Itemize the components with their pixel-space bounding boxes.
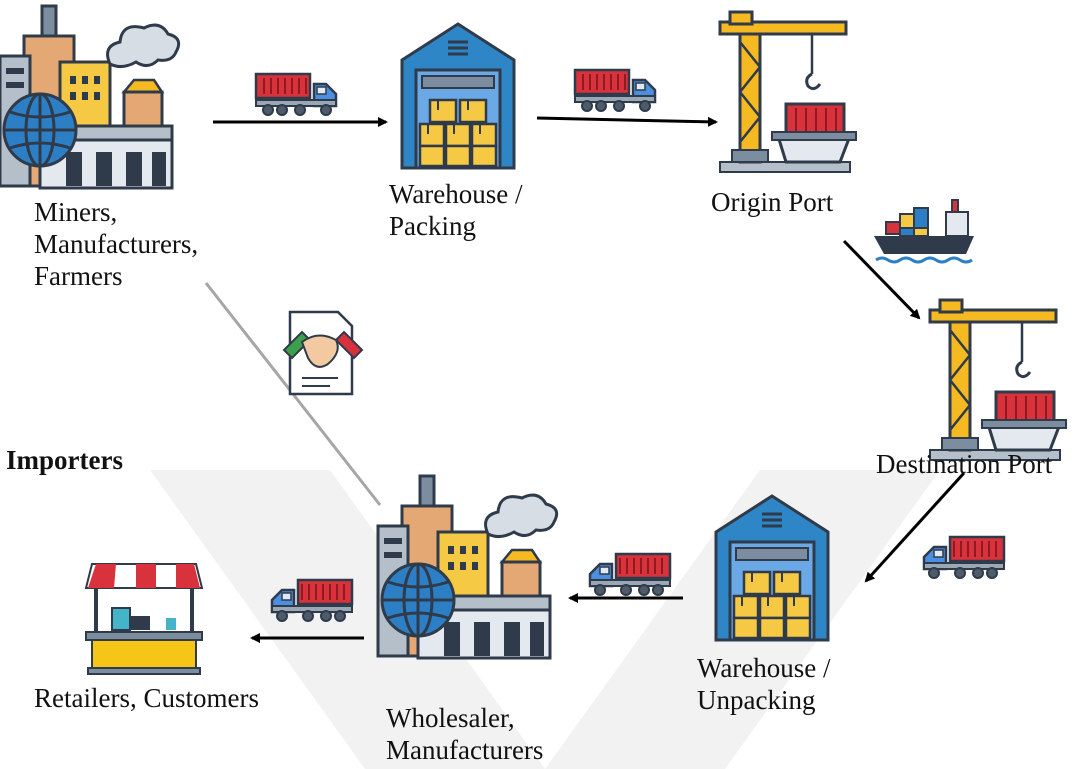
wholesaler-label: Wholesaler, Manufacturers (386, 702, 543, 766)
truck-icon (588, 552, 672, 597)
warehouse-unpacking-label-line: Unpacking (697, 685, 816, 715)
factory-icon (0, 4, 181, 190)
market-stall-icon (84, 563, 204, 675)
warehouse-packing-label-line: Warehouse / (389, 179, 523, 209)
arrow-warehouse-to-port (536, 116, 718, 127)
truck-icon (254, 72, 338, 117)
producers-label: Miners, Manufacturers, Farmers (34, 196, 198, 292)
arrow-port-to-port (842, 239, 921, 320)
port-crane-icon (928, 298, 1068, 462)
wholesaler-label-line: Wholesaler, (386, 703, 515, 733)
importers-label: Importers (6, 445, 123, 475)
warehouse-unpacking-label: Warehouse / Unpacking (697, 652, 831, 716)
producers-label-line: Farmers (34, 261, 123, 291)
factory-icon (376, 474, 559, 660)
truck-icon (922, 535, 1006, 580)
handshake-contract-icon (282, 310, 364, 396)
origin-port-label: Origin Port (711, 187, 834, 217)
wholesaler-label-line: Manufacturers (386, 735, 544, 765)
cargo-ship-icon (874, 199, 974, 264)
producers-label-line: Miners, (34, 197, 118, 227)
arrow-port-to-warehouse (864, 471, 966, 583)
flow-arrows (213, 116, 966, 643)
truck-icon (573, 68, 657, 113)
warehouse-unpacking-label-line: Warehouse / (697, 653, 831, 683)
destination-port-label: Destination Port (876, 449, 1053, 479)
retailers-label: Retailers, Customers (34, 683, 259, 713)
warehouse-packing-label: Warehouse / Packing (389, 178, 523, 242)
producers-label-line: Manufacturers, (34, 229, 199, 259)
warehouse-packing-label-line: Packing (389, 211, 476, 241)
port-crane-icon (718, 10, 858, 174)
warehouse-icon (400, 22, 516, 170)
